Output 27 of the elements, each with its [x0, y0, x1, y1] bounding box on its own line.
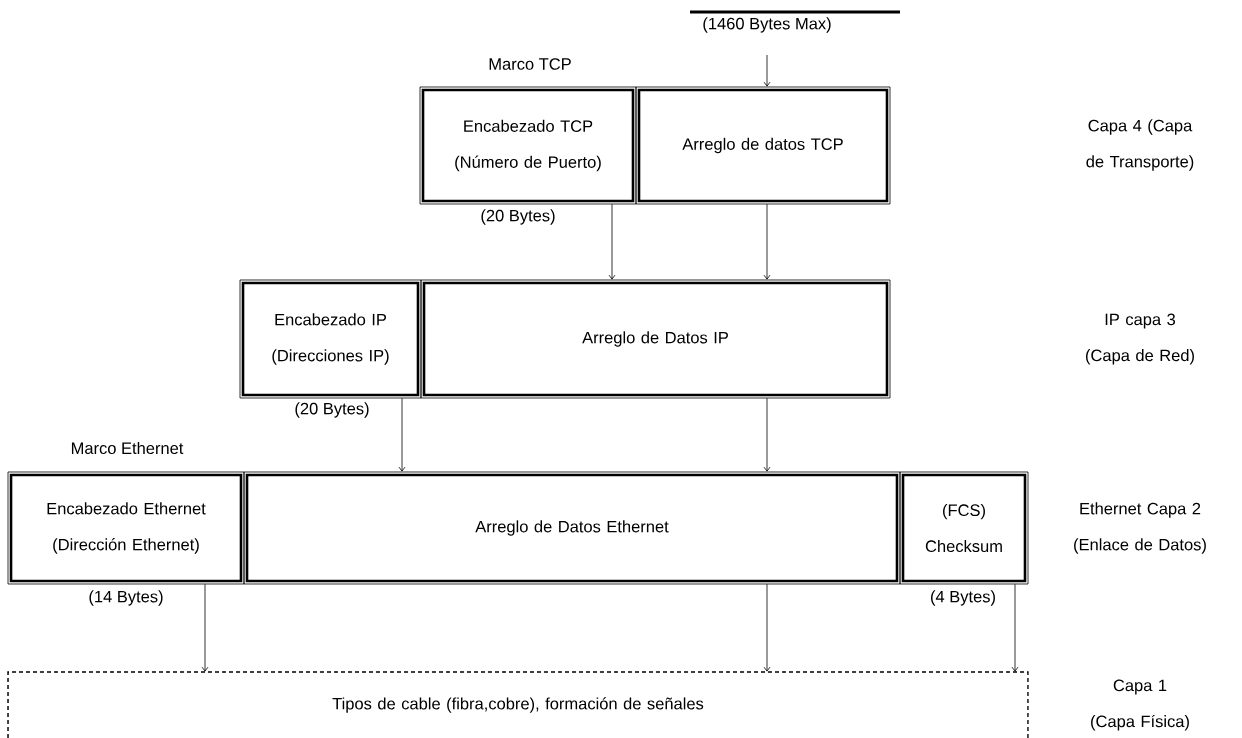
caption-label: (1460 Bytes Max) — [703, 17, 831, 33]
arrow — [201, 583, 209, 672]
arrow — [763, 583, 771, 672]
caption-label: Marco TCP — [489, 58, 571, 70]
layer-box: Tipos de cable (fibra,cobre), formación de señales — [7, 671, 1029, 738]
caption-label: Marco Ethernet — [71, 441, 184, 455]
size-label: (20 Bytes) — [295, 402, 369, 418]
arrow — [1011, 583, 1019, 672]
field-box: Encabezado Ethernet (Dirección Ethernet) — [7, 471, 245, 585]
layer-label: Capa 4 (Capa de Transporte) — [1086, 119, 1194, 171]
arrow — [763, 203, 771, 280]
layer-label: Capa 1 (Capa Física) — [1091, 679, 1189, 731]
field-box: (FCS) Checksum — [899, 471, 1029, 585]
size-label: (4 Bytes) — [931, 590, 995, 606]
field-box: Arreglo de Datos Ethernet — [243, 471, 901, 585]
layer-label: Ethernet Capa 2 (Enlace de Datos) — [1074, 502, 1206, 554]
arrow — [398, 397, 406, 472]
field-box: Arreglo de datos TCP — [635, 86, 891, 205]
field-box: Arreglo de Datos IP — [420, 279, 891, 399]
layer-label: IP capa 3 (Capa de Red) — [1086, 313, 1194, 365]
size-label: (14 Bytes) — [89, 590, 163, 606]
arrow — [763, 54, 771, 87]
field-box: Encabezado IP (Direcciones IP) — [239, 279, 422, 399]
arrow — [608, 203, 616, 280]
size-label: (20 Bytes) — [481, 209, 555, 225]
field-box: Encabezado TCP (Número de Puerto) — [419, 86, 637, 205]
arrow — [763, 397, 771, 472]
